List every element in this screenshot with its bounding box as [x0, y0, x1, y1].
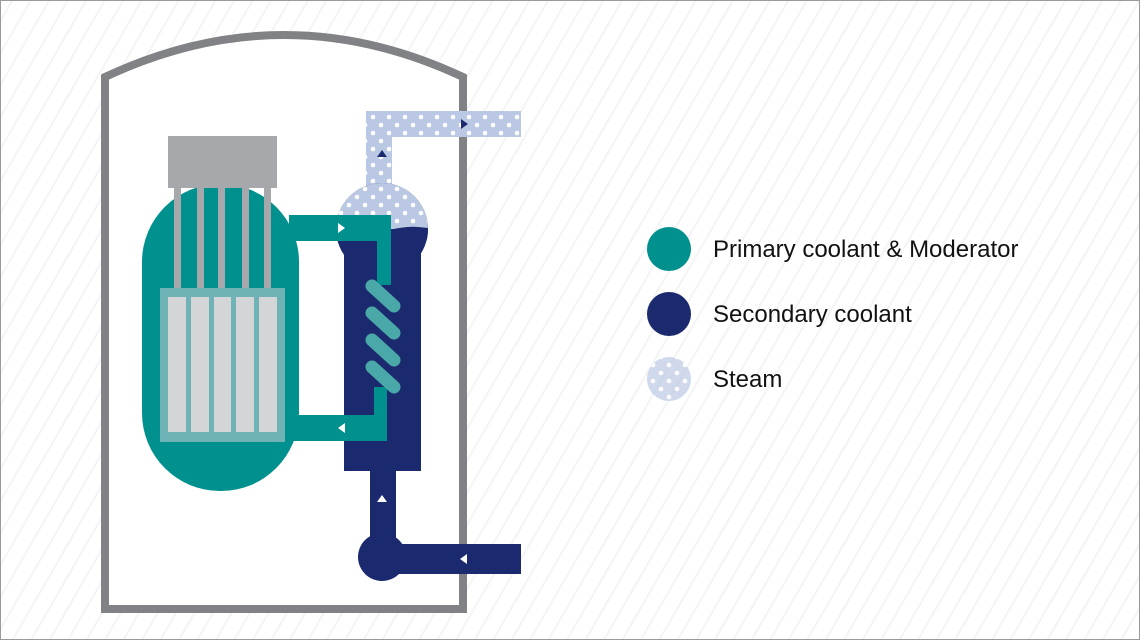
legend-swatch-primary [647, 227, 691, 271]
flow-arrow-icon [377, 495, 387, 502]
legend-swatch-secondary [647, 292, 691, 336]
flow-arrow-icon [460, 554, 467, 564]
flow-arrow-icon [338, 423, 345, 433]
legend-label-secondary: Secondary coolant [713, 301, 912, 328]
legend-label-primary: Primary coolant & Moderator [713, 236, 1019, 263]
control-rods [174, 188, 271, 298]
primary-loop [289, 215, 391, 441]
feedwater-pipe [358, 467, 521, 581]
flow-arrow-icon [338, 223, 345, 233]
heat-exchanger-coil [365, 279, 401, 394]
legend-swatch-steam [647, 357, 691, 401]
legend-label-steam: Steam [713, 366, 783, 393]
flow-arrow-icon [377, 150, 387, 157]
fuel-rods [168, 297, 277, 432]
control-rod-drive [168, 136, 277, 188]
flow-arrow-icon [461, 119, 468, 129]
